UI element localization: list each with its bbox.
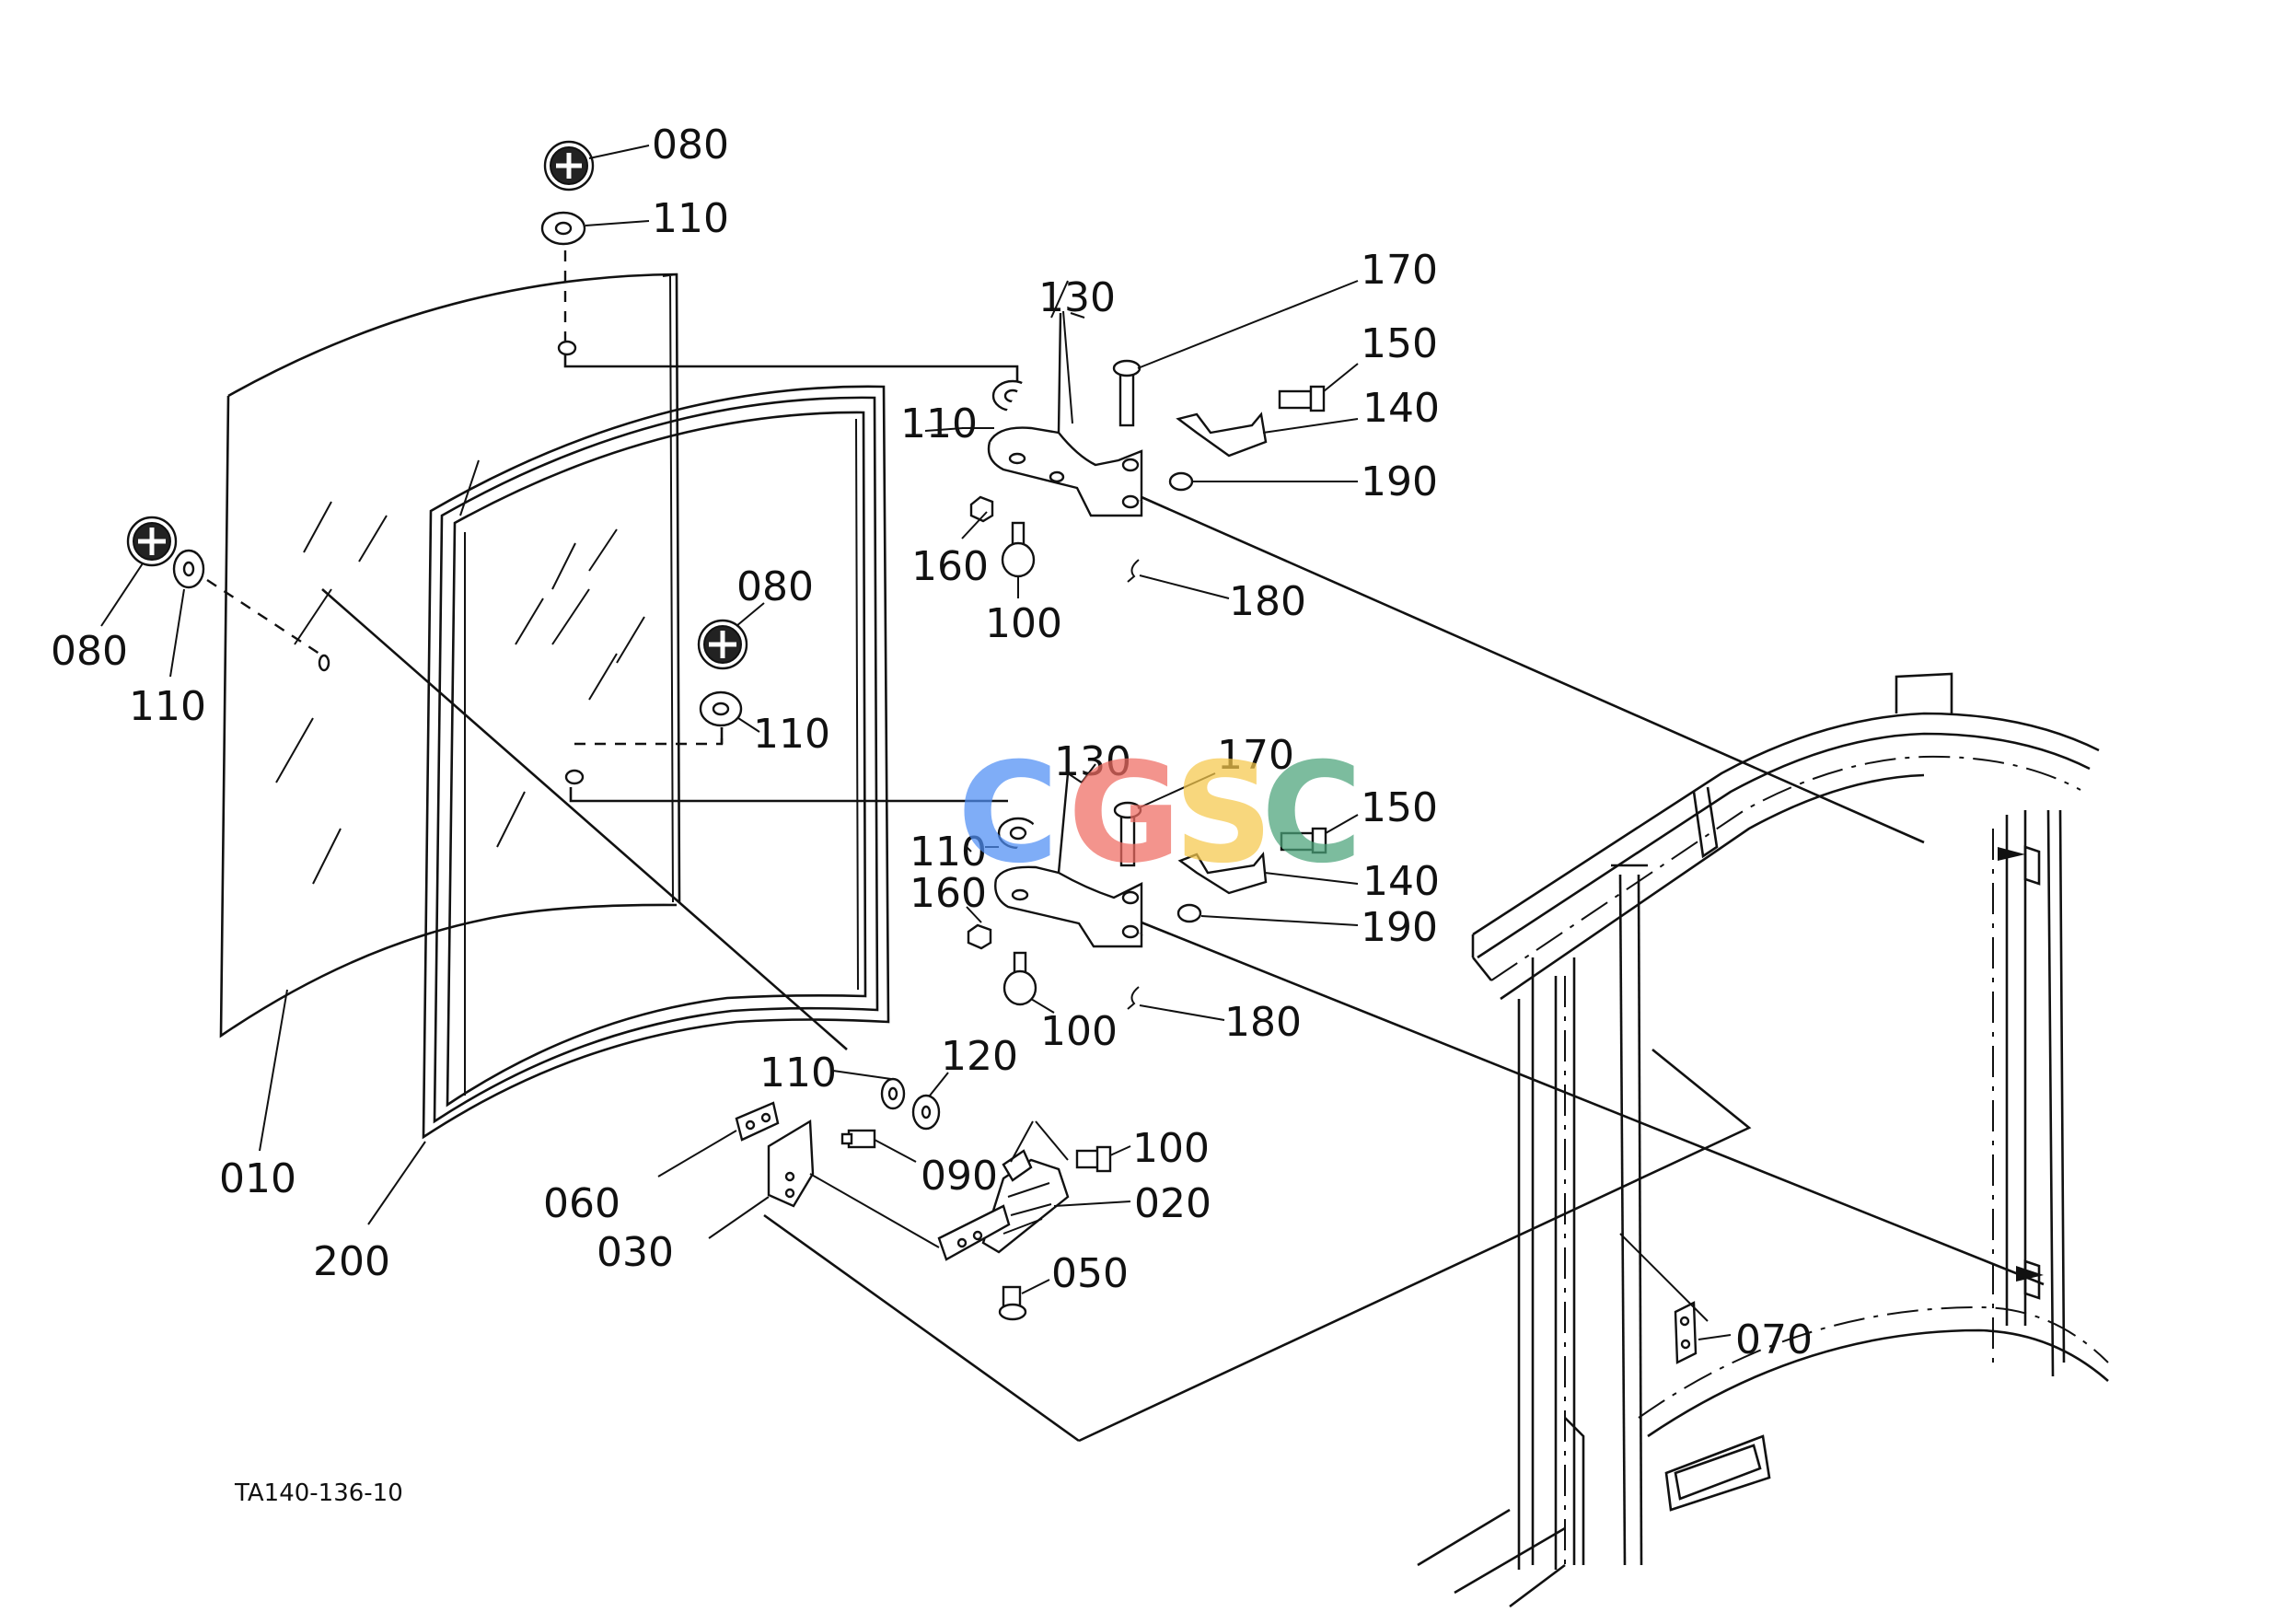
- washer-110-left: [169, 549, 330, 678]
- watermark-logo: C G S C: [957, 734, 1362, 894]
- door-frame-200: [422, 385, 890, 1140]
- latch-assembly: [657, 1070, 1131, 1321]
- callout-030: 030: [597, 1229, 674, 1276]
- callout-070: 070: [1735, 1317, 1813, 1363]
- callout-100-bottom: 100: [1132, 1125, 1210, 1172]
- glass-panel-010: [219, 273, 681, 1038]
- callout-010: 010: [219, 1155, 296, 1202]
- callout-120: 120: [941, 1033, 1018, 1080]
- callout-090: 090: [921, 1153, 998, 1200]
- watermark-letter-1: C: [957, 734, 1059, 894]
- grommet-080-top: [543, 140, 650, 191]
- watermark-letter-3: S: [1174, 734, 1273, 894]
- callout-150-lower: 150: [1361, 784, 1438, 831]
- callout-100-upper: 100: [985, 600, 1062, 647]
- watermark-letter-2: G: [1068, 734, 1181, 894]
- callout-170-lower: 170: [1217, 732, 1294, 779]
- washer-110-top: [540, 211, 650, 246]
- washer-110-mid: [699, 690, 760, 733]
- hinge-assembly-upper: [961, 280, 1359, 599]
- callout-160-lower: 160: [910, 870, 987, 917]
- callout-080-top: 080: [652, 122, 729, 168]
- callout-130-upper: 130: [1038, 274, 1116, 321]
- callout-110-bottom: 110: [759, 1050, 837, 1096]
- callout-150-upper: 150: [1361, 320, 1438, 367]
- grommet-080-mid: [697, 602, 765, 670]
- callout-160-upper: 160: [911, 543, 989, 590]
- callout-110-left: 110: [129, 683, 206, 730]
- hinge-assembly-lower: [966, 772, 1359, 1021]
- callout-050: 050: [1051, 1250, 1129, 1297]
- callout-080-mid: 080: [736, 563, 814, 610]
- cab-frame: [1417, 672, 2109, 1608]
- callout-140-upper: 140: [1362, 385, 1440, 432]
- callout-180-upper: 180: [1229, 578, 1306, 625]
- callout-200: 200: [313, 1238, 390, 1285]
- callout-170-upper: 170: [1361, 247, 1438, 294]
- callout-190-upper: 190: [1361, 458, 1438, 505]
- callout-020: 020: [1134, 1180, 1211, 1227]
- watermark-letter-4: C: [1261, 734, 1362, 894]
- grommet-080-left: [100, 516, 178, 627]
- callout-060: 060: [543, 1180, 620, 1227]
- callout-110-mid: 110: [753, 711, 830, 758]
- figure-reference: TA140-136-10: [234, 1479, 403, 1507]
- callout-110-upper: 110: [900, 400, 978, 447]
- callout-140-lower: 140: [1362, 858, 1440, 905]
- callout-110-lower: 110: [910, 829, 987, 876]
- callout-080-left: 080: [51, 628, 128, 675]
- callout-190-lower: 190: [1361, 904, 1438, 951]
- callout-180-lower: 180: [1224, 999, 1302, 1046]
- callout-130-lower: 130: [1054, 738, 1131, 785]
- callout-100-lower: 100: [1040, 1008, 1118, 1055]
- callout-110-top: 110: [652, 195, 729, 242]
